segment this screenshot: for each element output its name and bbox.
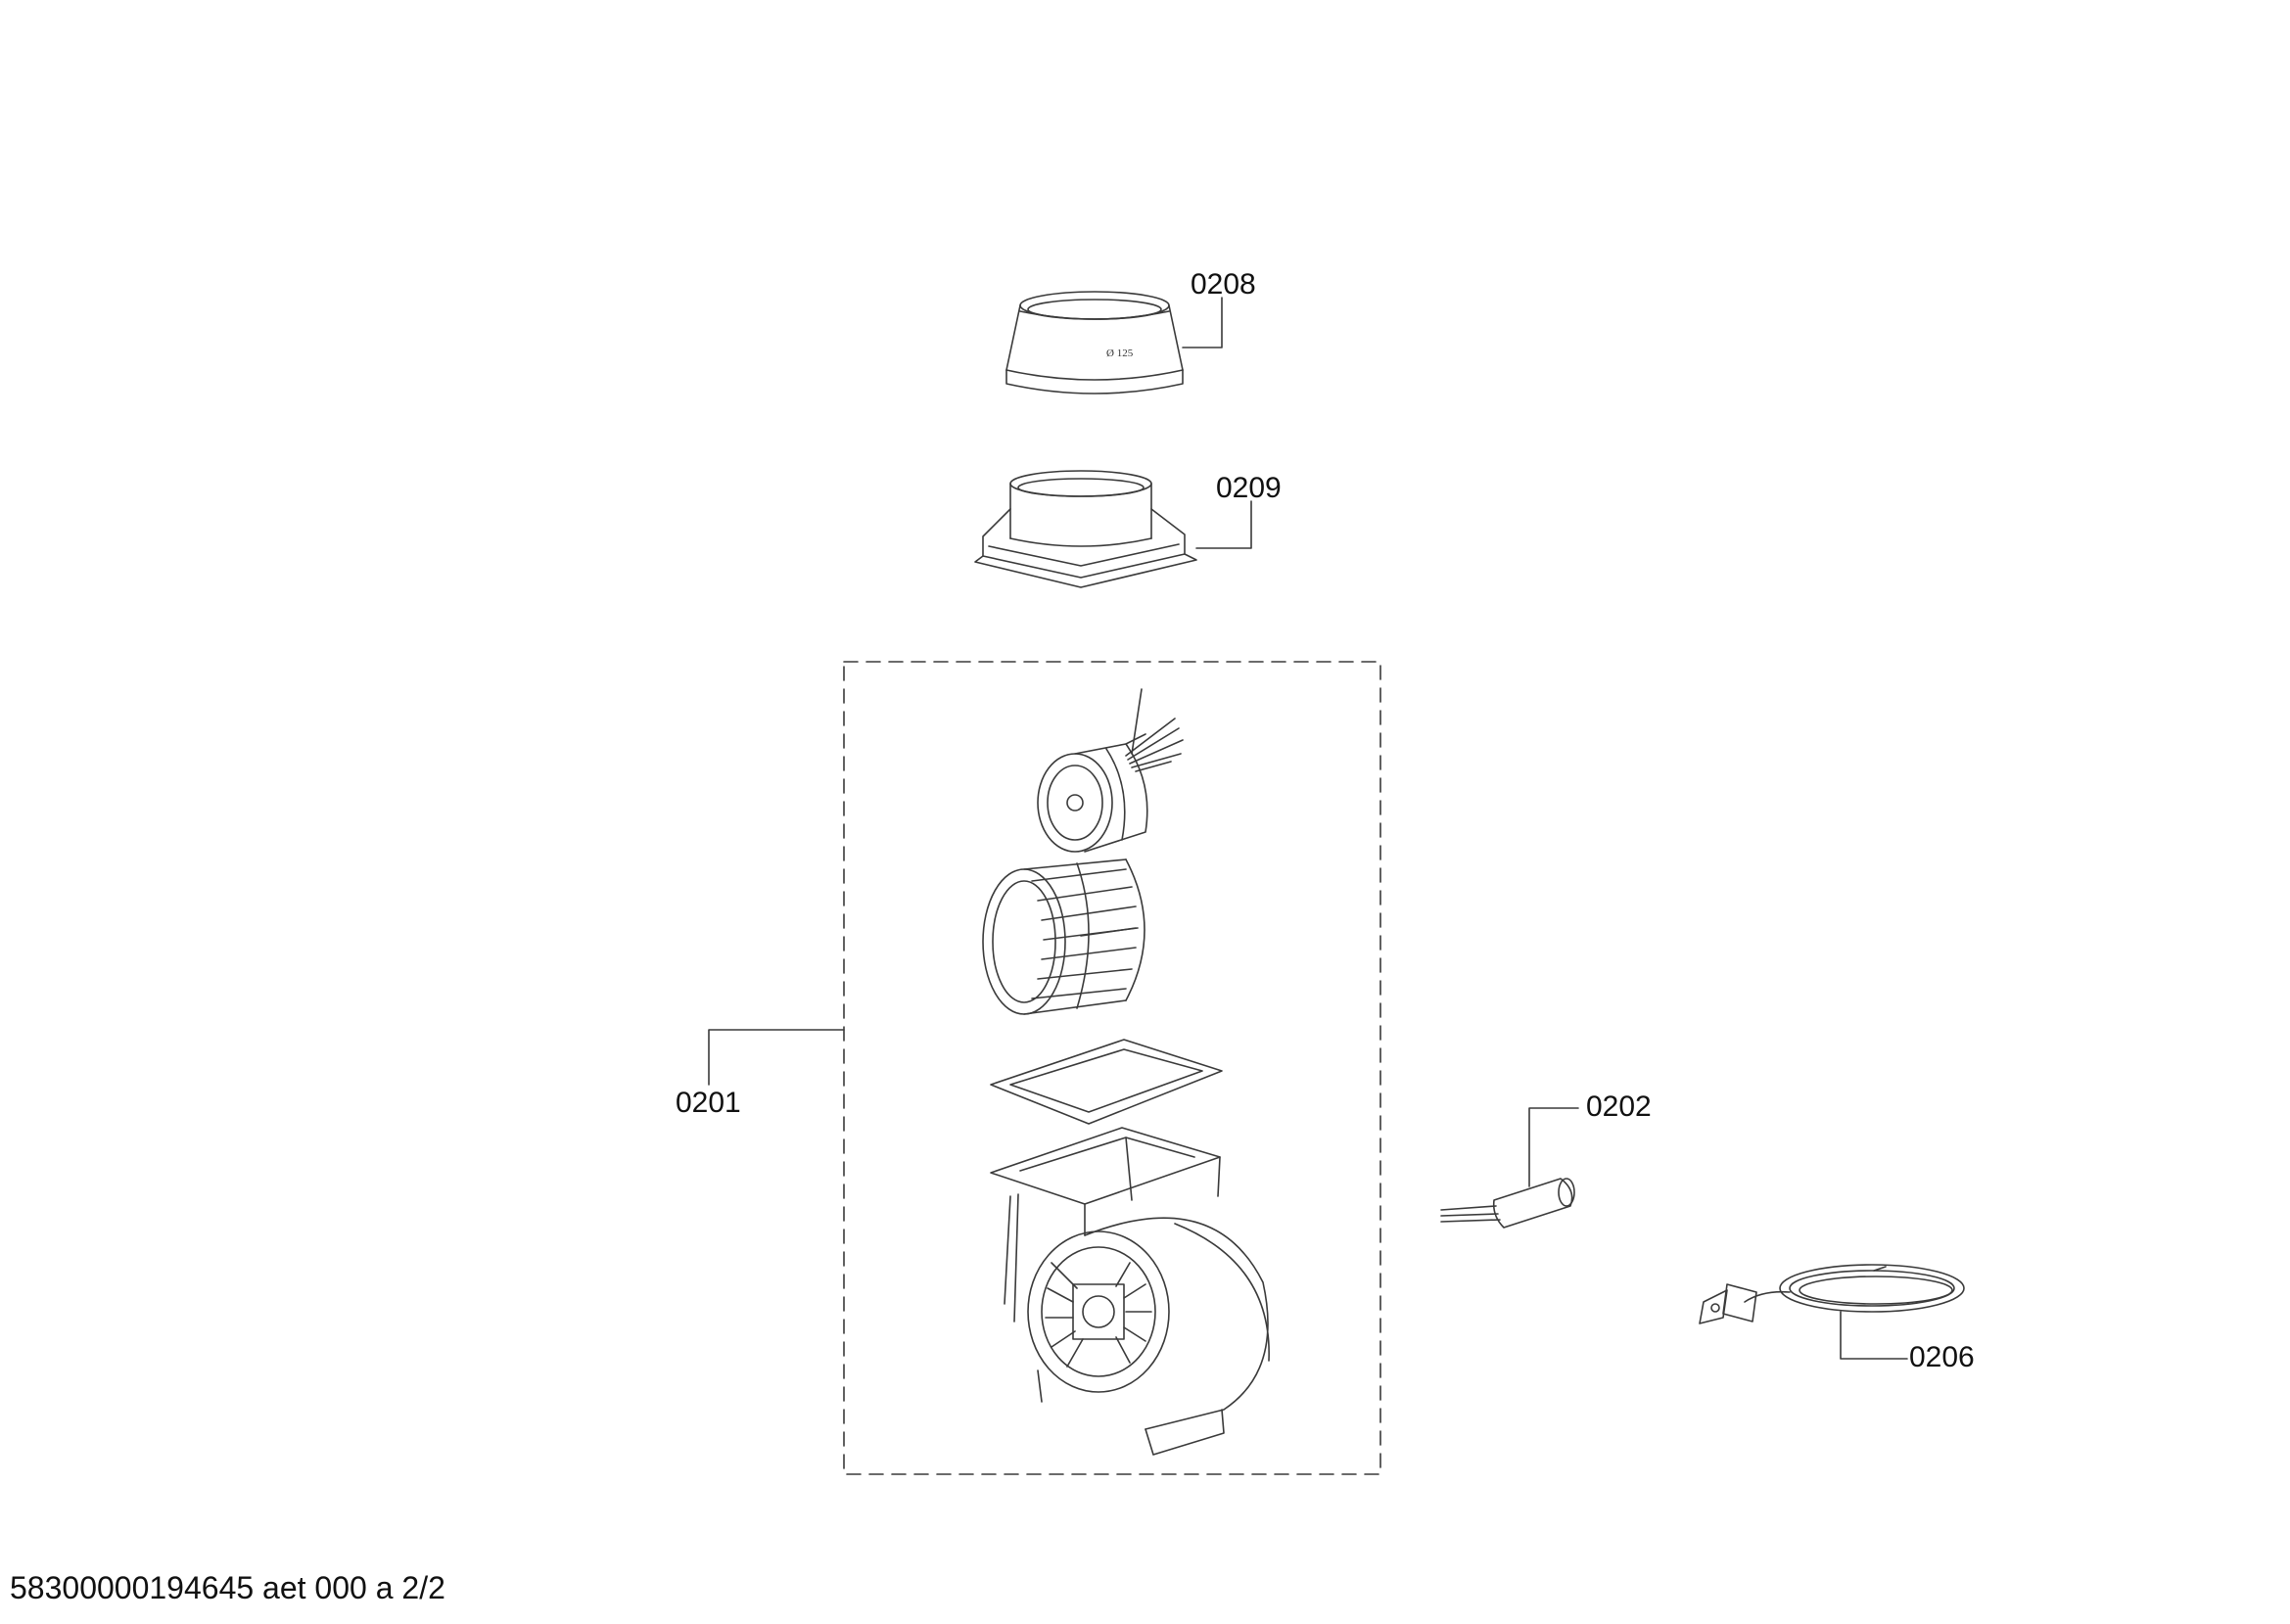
part-0202-capacitor (1441, 1108, 1578, 1228)
part-0201-impeller (983, 859, 1145, 1014)
label-0201: 0201 (676, 1087, 741, 1119)
part-0201-leader-line (709, 1030, 844, 1085)
document-code: 58300000194645 aet 000 a 2/2 (10, 1570, 445, 1605)
label-0206: 0206 (1909, 1341, 1975, 1373)
label-0202: 0202 (1586, 1090, 1652, 1123)
part-0201-motor (1038, 689, 1183, 852)
label-0208: 0208 (1191, 268, 1256, 301)
blower-assembly-boundary (844, 662, 1380, 1474)
part-0201-blower-housing (991, 1128, 1269, 1455)
part-0201-gasket (991, 1040, 1222, 1124)
label-0209: 0209 (1216, 472, 1282, 504)
part-0208-marking: Ø 125 (1106, 348, 1134, 359)
part-0206-power-cord (1700, 1265, 1964, 1359)
part-0209-outlet-flange (975, 471, 1251, 587)
part-0208-duct-adapter: Ø 125 (1006, 292, 1222, 394)
